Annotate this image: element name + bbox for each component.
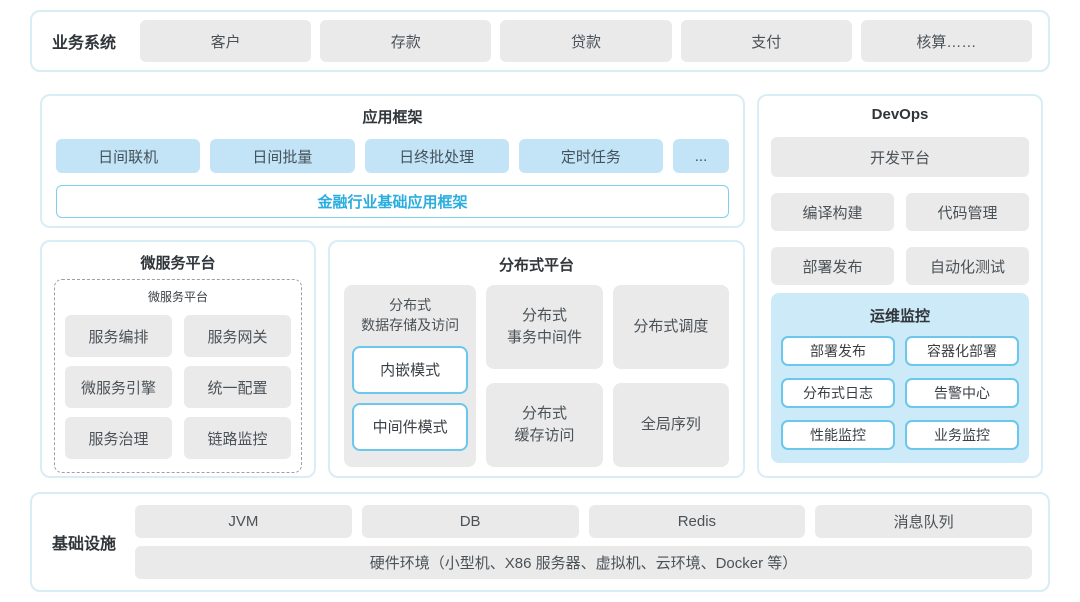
devops-item-deploy: 部署发布 [771,247,894,285]
business-systems-panel: 业务系统 客户 存款 贷款 支付 核算…… [30,10,1050,72]
infra-item-redis: Redis [588,505,806,538]
app-item-scheduled-task: 定时任务 [518,139,663,173]
app-framework-title: 应用框架 [362,109,423,126]
distributed-right-column: 分布式调度 全局序列 [612,285,729,467]
business-item-loan: 贷款 [500,20,672,62]
infrastructure-label: 基础设施 [51,536,116,553]
infrastructure-row: JVM DB Redis 消息队列 [135,505,1032,538]
devops-grid: 编译构建 代码管理 部署发布 自动化测试 [771,193,1029,285]
infra-item-mq: 消息队列 [815,505,1032,538]
infra-item-jvm: JVM [135,505,352,538]
microservice-inner-box: 微服务平台 服务编排 服务网关 微服务引擎 统一配置 服务治理 链路监控 [54,279,302,473]
business-item-payment: 支付 [680,20,852,62]
devops-item-code-mgmt: 代码管理 [906,193,1029,231]
ops-monitoring-panel: 运维监控 部署发布 容器化部署 分布式日志 告警中心 性能监控 业务监控 [771,293,1029,463]
business-item-accounting: 核算…… [860,20,1033,62]
distributed-storage-title: 分布式 数据存储及访问 [361,297,460,334]
distributed-transaction-box: 分布式 事务中间件 [486,285,603,369]
app-item-daytime-online: 日间联机 [56,139,201,173]
ops-item-distributed-log: 分布式日志 [781,378,895,408]
global-sequence-box: 全局序列 [612,383,729,467]
ops-item-business-monitor: 业务监控 [905,420,1019,450]
devops-title: DevOps [871,106,929,123]
app-item-daytime-batch: 日间批量 [210,139,355,173]
app-item-eod-batch: 日终批处理 [364,139,509,173]
microservice-title: 微服务平台 [140,255,216,272]
ops-item-container-deploy: 容器化部署 [905,336,1019,366]
infra-item-db: DB [361,505,579,538]
devops-item-auto-test: 自动化测试 [906,247,1029,285]
business-item-deposit: 存款 [320,20,492,62]
microservice-inner-title: 微服务平台 [147,290,208,304]
ops-item-deploy-release: 部署发布 [781,336,895,366]
distributed-storage-box: 分布式 数据存储及访问 内嵌模式 中间件模式 [344,285,477,467]
hardware-environment-box: 硬件环境（小型机、X86 服务器、虚拟机、云环境、Docker 等） [135,546,1032,579]
devops-dev-platform: 开发平台 [771,137,1029,177]
embedded-mode-box: 内嵌模式 [352,345,469,394]
devops-panel: DevOps 开发平台 编译构建 代码管理 部署发布 自动化测试 运维监控 部署… [757,94,1043,478]
infrastructure-items: JVM DB Redis 消息队列 硬件环境（小型机、X86 服务器、虚拟机、云… [135,505,1032,579]
app-framework-panel: 应用框架 日间联机 日间批量 日终批处理 定时任务 ... 金融行业基础应用框架 [40,94,745,228]
ops-monitoring-grid: 部署发布 容器化部署 分布式日志 告警中心 性能监控 业务监控 [781,336,1019,450]
micro-item-engine: 微服务引擎 [65,366,172,408]
distributed-body: 分布式 数据存储及访问 内嵌模式 中间件模式 分布式 事务中间件 分布式 缓存访… [344,285,729,467]
app-framework-row: 日间联机 日间批量 日终批处理 定时任务 ... [56,139,729,173]
micro-item-unified-config: 统一配置 [184,366,291,408]
distributed-cache-box: 分布式 缓存访问 [486,383,603,467]
micro-item-trace-monitor: 链路监控 [184,417,291,459]
business-systems-label: 业务系统 [51,35,116,52]
ops-item-alert-center: 告警中心 [905,378,1019,408]
micro-item-gateway: 服务网关 [184,315,291,357]
app-item-more: ... [673,139,729,173]
business-item-customer: 客户 [140,20,312,62]
micro-item-orchestration: 服务编排 [65,315,172,357]
business-systems-items: 客户 存款 贷款 支付 核算…… [140,20,1033,62]
devops-item-build: 编译构建 [771,193,894,231]
distributed-title: 分布式平台 [498,257,574,274]
ops-item-performance-monitor: 性能监控 [781,420,895,450]
micro-item-governance: 服务治理 [65,417,172,459]
microservice-grid: 服务编排 服务网关 微服务引擎 统一配置 服务治理 链路监控 [65,315,291,459]
distributed-panel: 分布式平台 分布式 数据存储及访问 内嵌模式 中间件模式 分布式 事务中间件 分… [328,240,745,478]
distributed-middle-column: 分布式 事务中间件 分布式 缓存访问 [486,285,603,467]
ops-monitoring-title: 运维监控 [869,308,930,325]
distributed-scheduler-box: 分布式调度 [612,285,729,369]
microservice-panel: 微服务平台 微服务平台 服务编排 服务网关 微服务引擎 统一配置 服务治理 链路… [40,240,316,478]
middleware-mode-box: 中间件模式 [352,402,469,451]
finance-base-framework-box: 金融行业基础应用框架 [56,185,729,218]
infrastructure-panel: 基础设施 JVM DB Redis 消息队列 硬件环境（小型机、X86 服务器、… [30,492,1050,592]
